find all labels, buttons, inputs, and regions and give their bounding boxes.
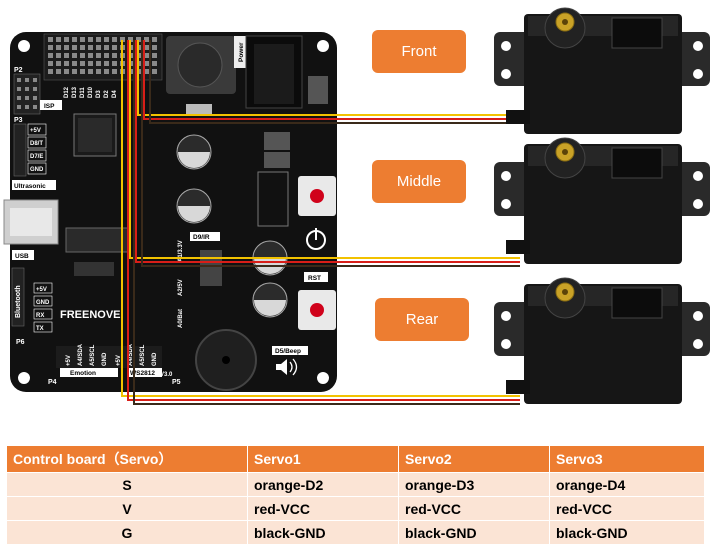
ultrasonic-label: Ultrasonic xyxy=(14,183,46,190)
p5-label: P5 xyxy=(172,379,181,386)
control-board: D12 D13 D11 D10 D3 D2 D4 Power P2 ISP P3… xyxy=(3,32,337,392)
d5beep-label: D5/Beep xyxy=(275,348,301,355)
table-cell: red-VCC xyxy=(398,496,550,521)
table-header-servo1: Servo1 xyxy=(247,445,399,473)
table-cell: orange-D3 xyxy=(398,472,550,497)
table-header-servo3: Servo3 xyxy=(549,445,705,473)
pin-label-d10: D10 xyxy=(88,86,94,98)
pin-label-d3: D3 xyxy=(96,90,102,98)
servo-2 xyxy=(494,137,710,264)
analog-labels: A1/3.3V A2/5V A0/Bat xyxy=(178,240,184,328)
pin-label-d13: D13 xyxy=(72,86,78,98)
servo-1 xyxy=(494,7,710,134)
p3-label: P3 xyxy=(14,117,23,124)
wire-1-0 xyxy=(137,40,520,116)
servo-wires xyxy=(121,40,520,405)
brand-label: FREENOVE xyxy=(60,309,121,321)
p3-pin-gnd: GND xyxy=(30,167,44,173)
p3-pin-d8: D8/T xyxy=(30,141,43,147)
bottom-pin-5: A4/SDA xyxy=(128,343,134,366)
pin-label-d4: D4 xyxy=(112,90,118,98)
servo-group xyxy=(494,7,710,404)
power-icon xyxy=(306,228,326,250)
servo-3 xyxy=(494,277,710,404)
rst-label: RST xyxy=(308,275,321,282)
wire-1-2 xyxy=(149,40,520,124)
pin-label-d2: D2 xyxy=(104,90,110,98)
table-cell: red-VCC xyxy=(549,496,705,521)
ws2812-label: WS2812 xyxy=(130,370,155,377)
table-cell: orange-D2 xyxy=(247,472,399,497)
table-row: V red-VCC red-VCC red-VCC xyxy=(6,496,705,521)
bluetooth-label: Bluetooth xyxy=(15,285,22,318)
p2-label: P2 xyxy=(14,67,23,74)
p4-label: P4 xyxy=(48,379,57,386)
bottom-pin-4: +5V xyxy=(116,355,122,366)
bottom-pin-6: A5/SCL xyxy=(140,344,146,366)
table-cell: V xyxy=(6,496,248,521)
table-cell: red-VCC xyxy=(247,496,399,521)
wire-2-0 xyxy=(129,40,520,259)
d9ir-label: D9/IR xyxy=(193,234,210,241)
table-cell: G xyxy=(6,520,248,545)
servo-label-front: Front xyxy=(372,30,466,73)
table-cell: orange-D4 xyxy=(549,472,705,497)
table-cell: black-GND xyxy=(247,520,399,545)
table-header-row: Control board（Servo） Servo1 Servo2 Servo… xyxy=(6,445,705,473)
bottom-pin-0: +5V xyxy=(66,355,72,366)
wire-1-1 xyxy=(143,40,520,120)
table-header-board: Control board（Servo） xyxy=(6,445,248,473)
bottom-pin-7: GND xyxy=(152,352,158,366)
table-cell: black-GND xyxy=(549,520,705,545)
wire-2-2 xyxy=(141,40,520,267)
bottom-pin-1: A4/SDA xyxy=(78,343,84,366)
bottom-pin-3: GND xyxy=(102,352,108,366)
bt-pin-5v: +5V xyxy=(36,287,47,293)
table-row: G black-GND black-GND black-GND xyxy=(6,520,705,545)
bt-pin-labels: +5V GND RX TX xyxy=(33,282,53,333)
bottom-pin-2: A5/SCL xyxy=(90,344,96,366)
wire-3-2 xyxy=(133,40,520,405)
table-header-servo2: Servo2 xyxy=(398,445,550,473)
speaker-icon xyxy=(276,358,298,376)
bottom-pin-labels: +5V A4/SDA A5/SCL GND +5V A4/SDA A5/SCL … xyxy=(66,343,158,366)
table-cell: S xyxy=(6,472,248,497)
wire-2-1 xyxy=(135,40,520,263)
emotion-label: Emotion xyxy=(70,370,96,377)
top-pin-labels: D12 D13 D11 D10 D3 D2 D4 xyxy=(64,86,118,98)
bt-pin-rx: RX xyxy=(36,313,44,319)
analog-label-a2: A2/5V xyxy=(178,279,184,296)
table-cell: black-GND xyxy=(398,520,550,545)
bt-pin-tx: TX xyxy=(36,326,44,332)
servo-label-middle: Middle xyxy=(372,160,466,203)
analog-label-a1: A1/3.3V xyxy=(178,240,184,262)
power-label: Power xyxy=(238,42,245,62)
wire-3-1 xyxy=(127,40,520,401)
usb-label: USB xyxy=(15,253,29,260)
pin-label-d11: D11 xyxy=(80,87,86,98)
p6-label: P6 xyxy=(16,339,25,346)
isp-label: ISP xyxy=(44,103,55,110)
version-label: V3.0 xyxy=(160,372,173,378)
p3-pin-d7: D7/E xyxy=(30,154,43,160)
wire-3-0 xyxy=(121,40,520,397)
analog-label-a0: A0/Bat xyxy=(178,309,184,328)
bt-pin-gnd: GND xyxy=(36,300,50,306)
pin-label-d12: D12 xyxy=(64,86,70,98)
servo-label-rear: Rear xyxy=(375,298,469,341)
table-row: S orange-D2 orange-D3 orange-D4 xyxy=(6,472,705,497)
connection-table: Control board（Servo） Servo1 Servo2 Servo… xyxy=(6,445,705,545)
p3-pin-5v: +5V xyxy=(30,128,41,134)
p3-pin-labels: +5V D8/T D7/E GND xyxy=(27,123,47,175)
